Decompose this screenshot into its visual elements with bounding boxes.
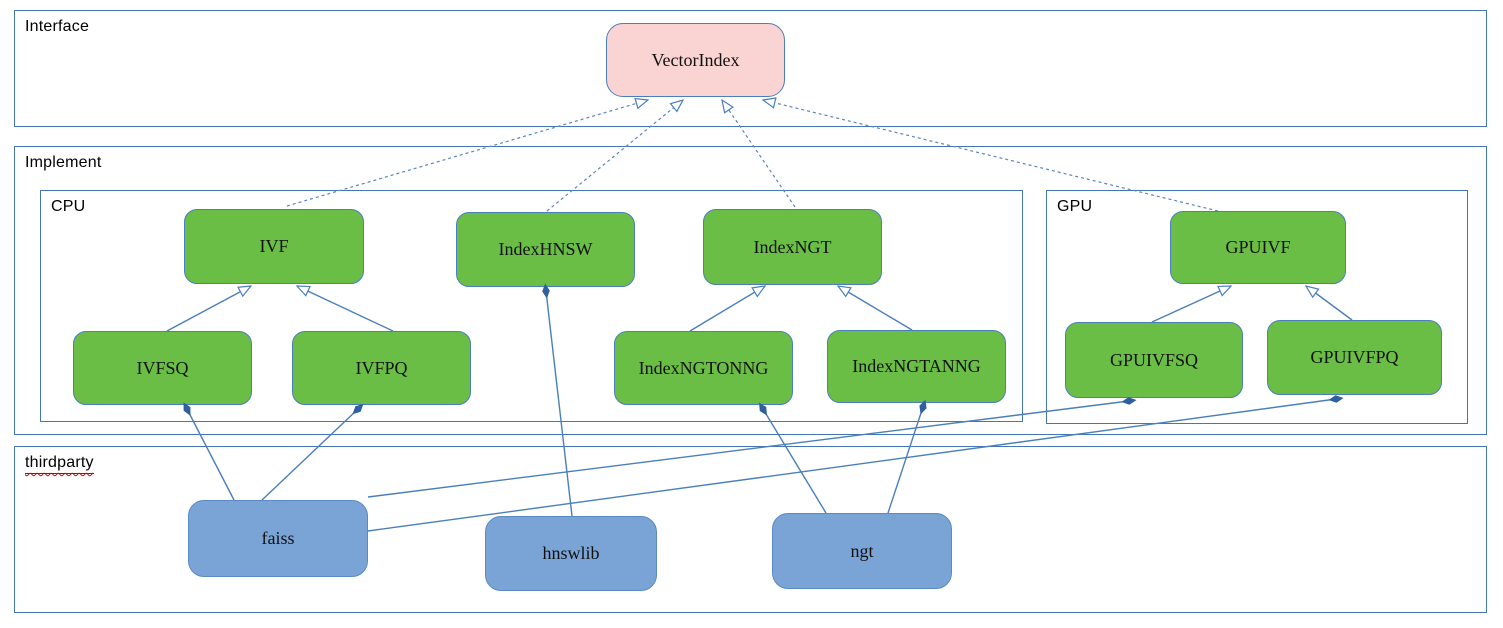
node-indexngtanng-label: IndexNGTANNG <box>852 356 981 376</box>
node-faiss-label: faiss <box>261 528 295 548</box>
node-ivfsq-label: IVFSQ <box>136 357 189 378</box>
node-indexngtonng[interactable]: IndexNGTONNG <box>614 331 793 405</box>
node-gpuivfsq-label: GPUIVFSQ <box>1109 349 1199 370</box>
node-indexhnsw-label: IndexHNSW <box>498 239 593 259</box>
node-ivfpq-label: IVFPQ <box>355 357 408 378</box>
node-vectorindex-label: VectorIndex <box>651 49 740 70</box>
node-indexhnsw[interactable]: IndexHNSW <box>456 212 635 287</box>
node-indexngt[interactable]: IndexNGT <box>703 209 882 285</box>
node-ngt[interactable]: ngt <box>772 513 952 589</box>
container-gpu-label: GPU <box>1057 198 1093 215</box>
node-gpuivf-label: GPUIVF <box>1225 237 1291 257</box>
node-vectorindex[interactable]: VectorIndex <box>606 23 785 97</box>
node-hnswlib-label: hnswlib <box>542 543 600 563</box>
node-gpuivf[interactable]: GPUIVF <box>1170 211 1346 284</box>
node-hnswlib[interactable]: hnswlib <box>485 516 657 591</box>
node-gpuivfpq[interactable]: GPUIVFPQ <box>1267 320 1442 395</box>
node-indexngt-label: IndexNGT <box>753 236 832 257</box>
node-indexngtonng-label: IndexNGTONNG <box>638 357 769 378</box>
node-gpuivfsq[interactable]: GPUIVFSQ <box>1065 322 1243 398</box>
container-thirdparty-label: thirdparty <box>25 454 94 474</box>
node-ivfsq[interactable]: IVFSQ <box>73 331 252 405</box>
node-ivf[interactable]: IVF <box>184 209 364 284</box>
node-ivfpq[interactable]: IVFPQ <box>292 331 471 405</box>
container-interface-label: Interface <box>25 18 90 35</box>
node-faiss[interactable]: faiss <box>188 500 368 577</box>
node-ngt-label: ngt <box>850 540 874 561</box>
node-ivf-label: IVF <box>259 236 289 256</box>
container-cpu-label: CPU <box>51 198 86 215</box>
node-indexngtanng[interactable]: IndexNGTANNG <box>827 330 1006 403</box>
container-implement-label: Implement <box>25 154 102 171</box>
node-gpuivfpq-label: GPUIVFPQ <box>1310 347 1399 367</box>
